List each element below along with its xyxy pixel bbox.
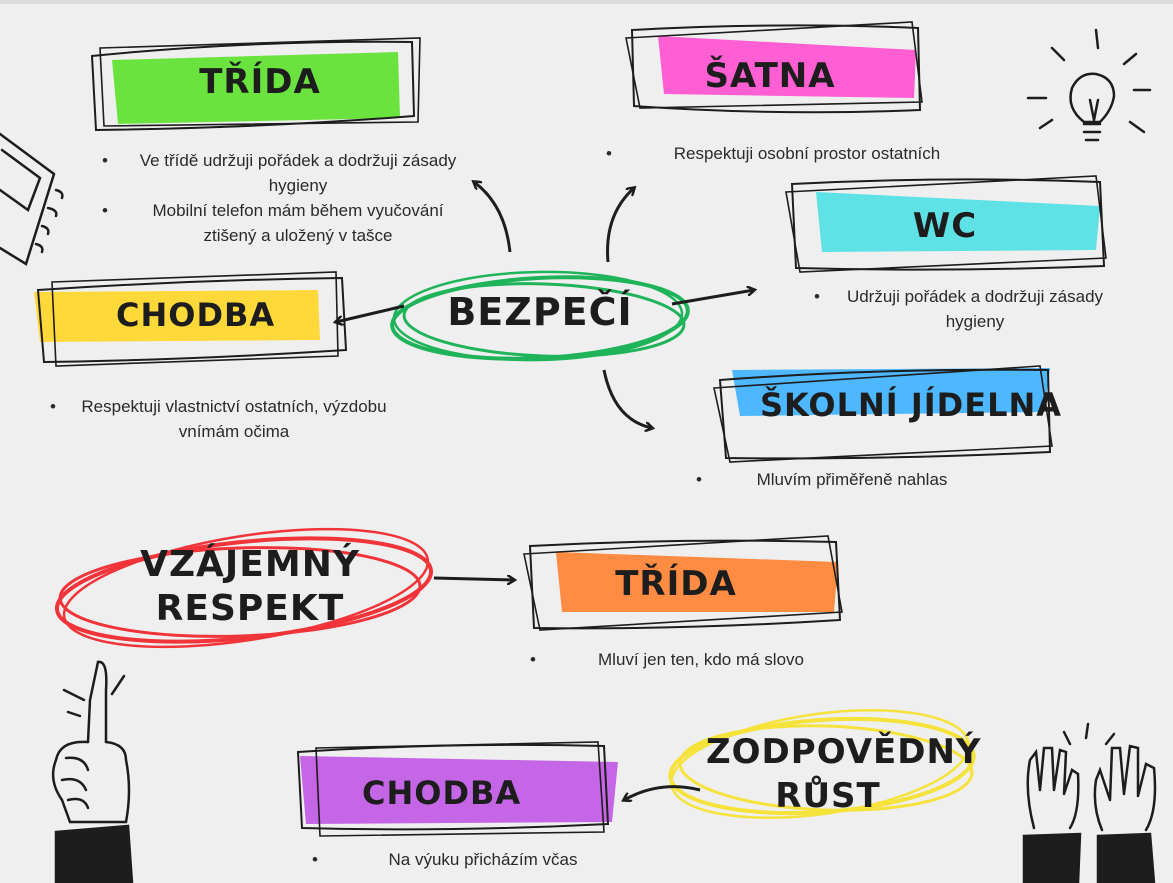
raised-hands-icon [1022,722,1157,883]
growth-label-line2: RŮST [775,776,881,816]
node-chodba-yellow [34,271,348,367]
node-wc [785,175,1107,273]
list-item: Respektuji vlastnictví ostatních, výzdob… [44,394,390,444]
node-chodba-purple [296,741,618,837]
list-item: Udržuji pořádek a dodržuji zásady hygien… [808,284,1108,334]
arrow-to-trida-orange [433,578,514,580]
chodba-purple-highlight [300,756,618,824]
arrow-to-jidelna [602,369,652,428]
satna-highlight [658,36,916,98]
arrow-to-chodba [336,304,405,322]
respect-label-line1: VZÁJEMNÝ [140,544,360,585]
pointing-hand-icon [51,660,134,883]
center-label: BEZPEČÍ [447,290,633,334]
list-item: Respektuji osobní prostor ostatních [600,141,980,166]
node-label-chodba-purple: CHODBA [362,774,522,812]
bullets-trida-orange: Mluví jen ten, kdo má slovo [524,647,844,672]
bullets-wc: Udržuji pořádek a dodržuji zásady hygien… [808,284,1108,334]
trida-orange-highlight [556,552,838,612]
chodba-yellow-highlight [34,290,320,342]
node-label-wc: WC [912,206,978,246]
node-trida-green [90,37,421,132]
bullets-chodba-purple: Na výuku přicházím včas [306,847,626,872]
node-satna [625,21,923,114]
bullets-satna: Respektuji osobní prostor ostatních [600,141,980,166]
bullets-chodba-yellow: Respektuji vlastnictví ostatních, výzdob… [44,394,390,444]
node-label-trida-green: TŘÍDA [199,62,321,102]
list-item: Na výuku přicházím včas [306,847,626,872]
arrow-to-chodba-purple [624,785,701,800]
bullets-trida-green: Ve třídě udržuji pořádek a dodržuji zása… [96,148,466,248]
node-trida-orange [523,535,843,631]
list-item: Mluví jen ten, kdo má slovo [524,647,844,672]
trida-green-highlight [112,52,400,124]
respect-label-line2: RESPEKT [155,588,345,629]
respect-ring [54,527,434,649]
node-label-satna: ŠATNA [704,56,836,96]
growth-label-line1: ZODPOVĚDNÝ [706,732,982,772]
node-label-trida-orange: TŘÍDA [615,564,737,604]
bullets-jidelna: Mluvím přiměřeně nahlas [690,467,980,492]
lightbulb-icon [1026,28,1152,142]
top-border [0,0,1173,4]
node-label-jidelna: ŠKOLNÍ JÍDELNA [760,386,1062,424]
node-label-chodba-yellow: CHODBA [116,296,276,334]
notebook-icon [0,132,64,266]
list-item: Mluvím přiměřeně nahlas [690,467,980,492]
arrow-to-trida [474,182,512,253]
list-item: Ve třídě udržuji pořádek a dodržuji zása… [96,148,466,198]
growth-ring [668,709,976,819]
wc-highlight [816,192,1100,252]
node-jidelna [713,365,1053,463]
arrow-to-wc [671,290,754,306]
arrow-to-satna [606,188,634,263]
list-item: Mobilní telefon mám během vyučování ztiš… [96,198,466,248]
jidelna-highlight [732,368,1050,416]
center-ring [390,270,690,362]
